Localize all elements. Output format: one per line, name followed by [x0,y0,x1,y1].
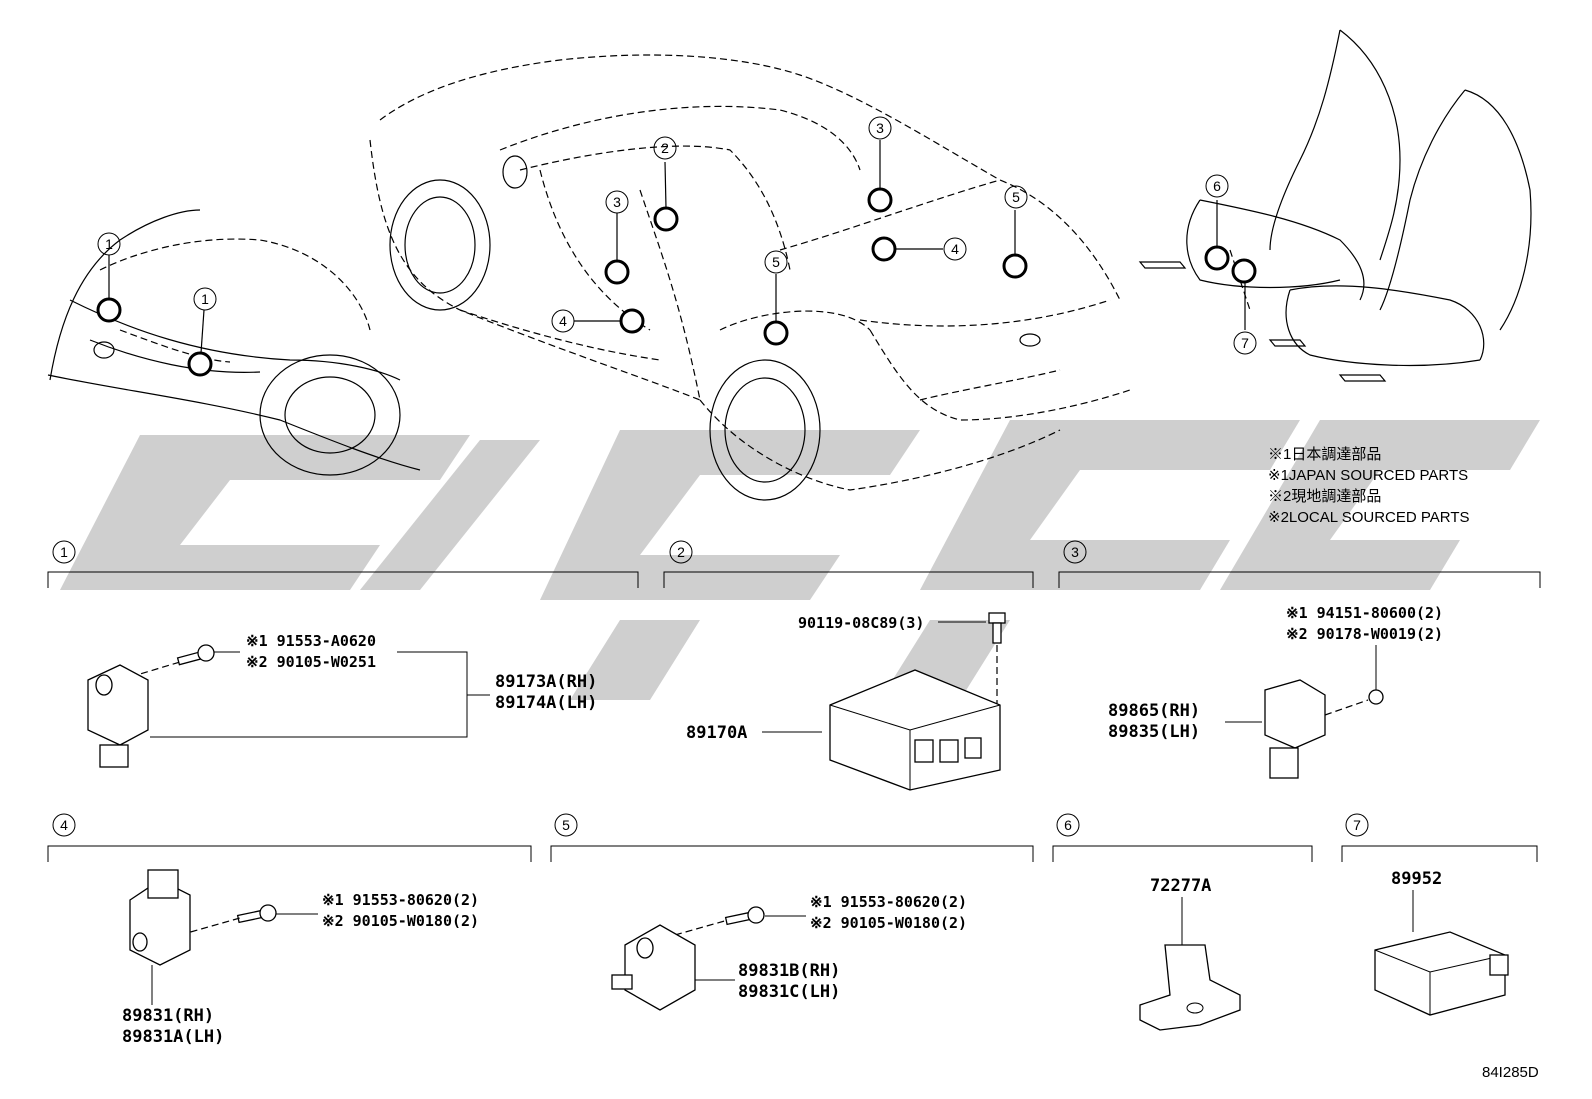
callout-circles: 1 1 2 3 3 4 4 5 5 6 7 [97,116,1257,355]
callout-leaders [108,140,1246,354]
section-2-number: 2 [677,544,685,560]
section-3-number: 3 [1071,544,1079,560]
section-3-bolt-jp: ※1 94151-80600(2) [1286,604,1443,622]
callout-2: 2 [661,140,669,156]
callout-4b: 4 [951,241,959,257]
section-2: 2 90119-08C89(3) 89170A [663,540,1034,791]
seat-drawing [1138,29,1532,382]
section-7-part: 89952 [1391,869,1442,889]
section-5-bolt-jp: ※1 91553-80620(2) [810,893,967,911]
section-1: 1 ※1 91553-A0620 ※2 90105-W0251 89173A(R… [47,540,639,768]
section-6: 6 72277A [1052,813,1313,1031]
section-7: 7 89952 [1341,813,1538,1016]
callout-7: 7 [1241,335,1249,351]
front-bumper-drawing [47,209,421,476]
section-4-part-rh: 89831(RH) [122,1006,214,1026]
watermark [60,420,1540,700]
section-3-bolt-local: ※2 90178-W0019(2) [1286,625,1443,643]
sourcing-notes: ※1日本調達部品 ※1JAPAN SOURCED PARTS ※2現地調達部品 … [1268,446,1470,526]
callout-6: 6 [1213,178,1221,194]
section-1-number: 1 [60,544,68,560]
section-2-part: 89170A [686,723,747,743]
section-1-part-lh: 89174A(LH) [495,693,597,713]
note-japan-en: ※1JAPAN SOURCED PARTS [1268,467,1468,484]
section-4-bolt-jp: ※1 91553-80620(2) [322,891,479,909]
callout-5a: 5 [772,254,780,270]
car-body-drawing [369,54,1131,501]
diagram-id: 84I285D [1482,1064,1539,1081]
section-2-bolt: 90119-08C89(3) [798,614,924,632]
section-4-bolt-local: ※2 90105-W0180(2) [322,912,479,930]
section-4: 4 ※1 91553-80620(2) ※2 90105-W0180(2) 89… [47,813,532,1047]
callout-4a: 4 [559,313,567,329]
section-3-part-rh: 89865(RH) [1108,701,1200,721]
section-4-number: 4 [60,817,68,833]
callout-3b: 3 [876,120,884,136]
section-6-number: 6 [1064,817,1072,833]
section-3: 3 ※1 94151-80600(2) ※2 90178-W0019(2) 89… [1058,540,1541,779]
note-local-en: ※2LOCAL SOURCED PARTS [1268,509,1470,526]
note-local-jp: ※2現地調達部品 [1268,488,1381,505]
section-5-part-rh: 89831B(RH) [738,961,840,981]
section-1-part-rh: 89173A(RH) [495,672,597,692]
section-5-number: 5 [562,817,570,833]
callout-1a: 1 [105,236,113,252]
callout-1b: 1 [201,291,209,307]
note-japan-jp: ※1日本調達部品 [1268,446,1381,463]
callout-5b: 5 [1012,189,1020,205]
section-6-part: 72277A [1150,876,1211,896]
callout-3a: 3 [613,194,621,210]
section-5: 5 ※1 91553-80620(2) ※2 90105-W0180(2) 89… [550,813,1034,1011]
section-3-part-lh: 89835(LH) [1108,722,1200,742]
section-1-bolt-local: ※2 90105-W0251 [246,653,376,671]
section-5-bolt-local: ※2 90105-W0180(2) [810,914,967,932]
section-4-part-lh: 89831A(LH) [122,1027,224,1047]
section-5-part-lh: 89831C(LH) [738,982,840,1002]
section-7-number: 7 [1353,817,1361,833]
section-1-bolt-jp: ※1 91553-A0620 [246,632,376,650]
location-markers [96,187,1257,377]
